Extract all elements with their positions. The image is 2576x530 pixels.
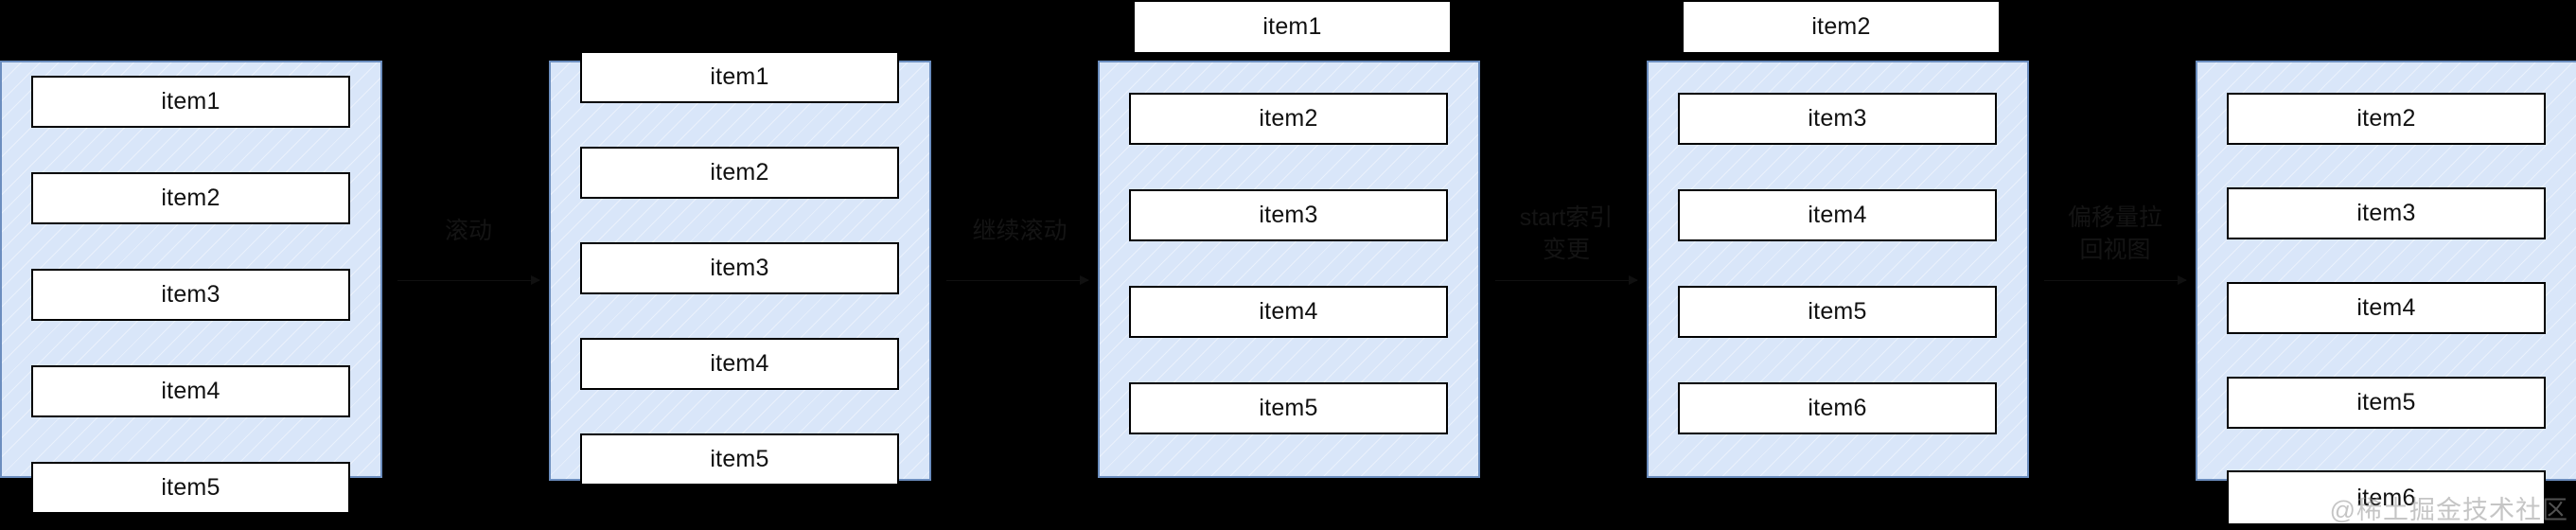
transition-arrow (397, 275, 540, 285)
item-box-overflow-bottom: item5 (31, 462, 350, 514)
item-box: item2 (1129, 93, 1448, 145)
item-box: item3 (580, 242, 899, 294)
item-box-overflow-bottom: item6 (2227, 470, 2546, 525)
transition-arrow (1495, 275, 1638, 285)
item-box: item2 (31, 172, 350, 224)
transition-arrow (2044, 275, 2187, 285)
item-box: item4 (1129, 286, 1448, 338)
item-box: item5 (2227, 377, 2546, 429)
item-box: item4 (2227, 282, 2546, 334)
item-box: item6 (1678, 382, 1997, 434)
item-box: item3 (31, 269, 350, 321)
transition-arrow (946, 275, 1089, 285)
item-box: item4 (580, 338, 899, 390)
step-label: start索引 变更 (1519, 204, 1614, 263)
item-box-overflow-bottom: item5 (580, 433, 899, 486)
item-box: item2 (2227, 93, 2546, 145)
item-box: item5 (1678, 286, 1997, 338)
item-box-overflow-top: item1 (1133, 0, 1452, 54)
item-box: item1 (31, 76, 350, 128)
item-box: item3 (1678, 93, 1997, 145)
item-box: item5 (1129, 382, 1448, 434)
item-box: item3 (2227, 187, 2546, 239)
item-box-overflow-top: item1 (580, 51, 899, 103)
item-box: item2 (580, 147, 899, 199)
item-box: item4 (1678, 189, 1997, 241)
item-box-overflow-top: item2 (1682, 0, 2001, 54)
item-box: item3 (1129, 189, 1448, 241)
step-label: 继续滚动 (972, 218, 1067, 244)
step-label: 偏移量拉 回视图 (2067, 204, 2162, 263)
item-box: item4 (31, 365, 350, 417)
step-label: 滚动 (444, 218, 492, 244)
